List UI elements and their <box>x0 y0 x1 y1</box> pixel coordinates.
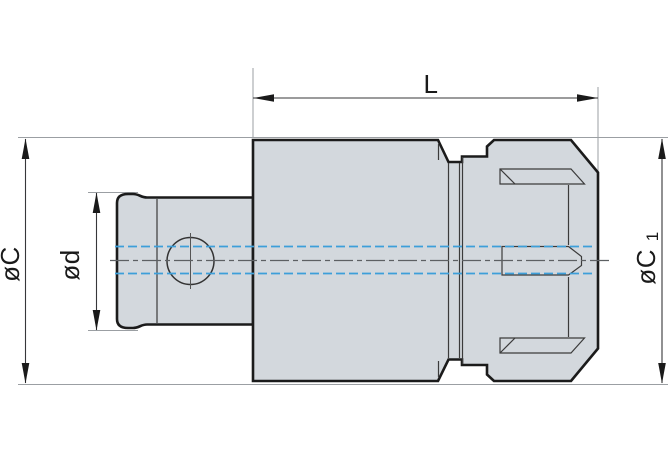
label-diameter-C1-subscript: 1 <box>643 231 662 241</box>
nut-slot-top-chamfer <box>499 168 516 185</box>
arrow-C-top <box>21 138 30 159</box>
label-diameter-C1-main: øC <box>631 249 661 285</box>
nut-slots <box>499 168 586 354</box>
arrow-L-right <box>577 94 598 102</box>
nut-slot-top <box>499 168 586 185</box>
label-diameter-C: øC <box>0 246 25 282</box>
arrow-d-bottom <box>92 310 101 331</box>
label-diameter-d: ød <box>55 249 85 280</box>
arrow-C1-bottom <box>658 363 666 384</box>
arrow-L-left <box>253 94 274 102</box>
arrow-C1-top <box>658 138 666 159</box>
arrow-C-bottom <box>21 363 30 384</box>
label-diameter-C1: øC 1 <box>631 231 662 284</box>
dimension-lines <box>24 97 663 383</box>
nut-slot-bottom <box>499 337 586 354</box>
nut-slot-bottom-chamfer <box>499 337 516 354</box>
arrow-d-top <box>92 192 101 213</box>
hidden-bore-lines <box>115 245 592 275</box>
dimension-arrows <box>21 94 666 384</box>
extension-lines <box>18 68 668 385</box>
label-length-L: L <box>424 69 439 99</box>
